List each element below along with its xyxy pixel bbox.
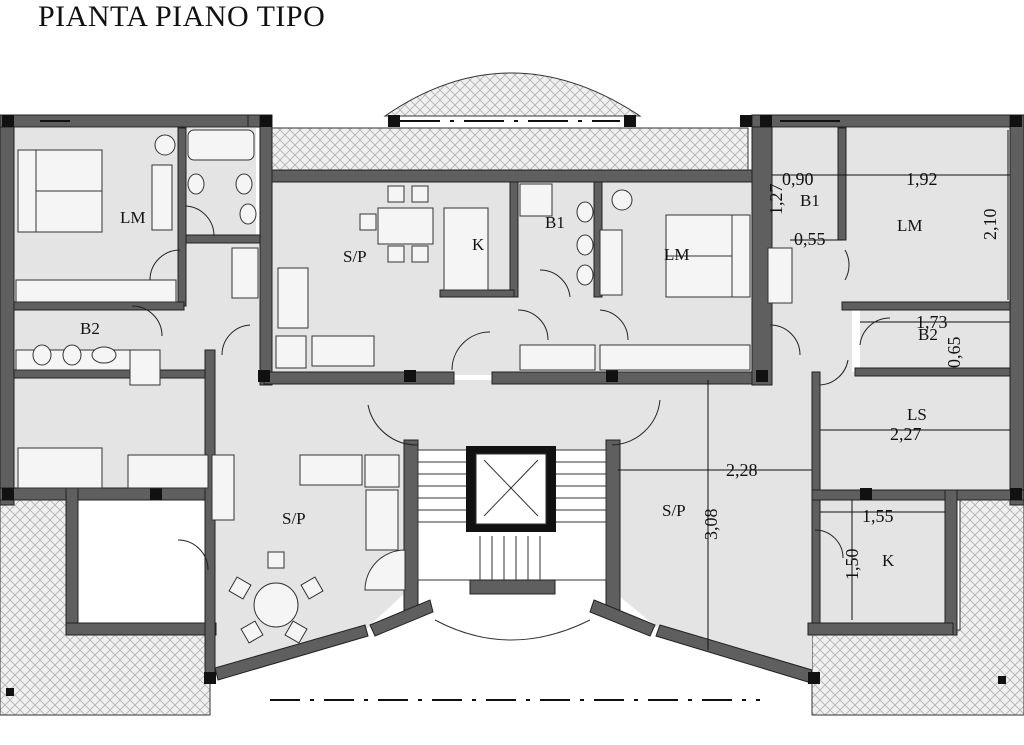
pillars xyxy=(2,115,1022,696)
room-lm-right xyxy=(842,128,1010,306)
room-ls-right xyxy=(815,372,1010,490)
dim-127: 1,27 xyxy=(766,184,786,216)
label-lm-mid: LM xyxy=(664,245,690,264)
dim-210: 2,10 xyxy=(980,209,1000,241)
room-k-left xyxy=(78,500,208,620)
dim-065: 0,65 xyxy=(944,337,964,369)
label-sp-bottom-right: S/P xyxy=(662,501,686,520)
label-lm-right: LM xyxy=(897,216,923,235)
room-k-right xyxy=(815,498,945,623)
dim-173: 1,73 xyxy=(916,312,948,332)
label-sp-top: S/P xyxy=(343,247,367,266)
label-b1-right: B1 xyxy=(800,191,820,210)
dimension-lines xyxy=(618,130,1010,650)
dim-090: 0,90 xyxy=(782,169,814,189)
dim-228: 2,28 xyxy=(726,460,758,480)
label-b2-left: B2 xyxy=(80,319,100,338)
label-sp-bottom-left: S/P xyxy=(282,509,306,528)
label-k-right: K xyxy=(882,551,895,570)
right-terrace xyxy=(811,499,1024,716)
door-swings xyxy=(131,205,891,571)
dim-055: 0,55 xyxy=(794,229,826,249)
label-ls-right: LS xyxy=(907,405,927,424)
dim-192: 1,92 xyxy=(906,169,938,189)
walls xyxy=(0,114,1024,683)
plan-title: PIANTA PIANO TIPO xyxy=(38,0,326,33)
stair-arc-terrace xyxy=(434,619,591,641)
dim-227: 2,27 xyxy=(890,424,922,444)
dim-308: 3,08 xyxy=(701,509,721,541)
room-landing xyxy=(365,380,660,450)
room-b1-right xyxy=(772,128,842,240)
label-b1-mid: B1 xyxy=(545,213,565,232)
label-b2-right: B2 xyxy=(918,325,938,344)
label-k-top: K xyxy=(472,235,485,254)
room-sp-bottom-right xyxy=(612,380,812,675)
dim-155: 1,55 xyxy=(862,506,894,526)
furniture xyxy=(15,129,793,644)
label-lm-left: LM xyxy=(120,208,146,227)
room-b2-right xyxy=(860,310,1010,370)
top-arc-terrace xyxy=(383,72,642,117)
top-terrace xyxy=(271,127,749,171)
dim-150: 1,50 xyxy=(842,549,862,581)
stairwell xyxy=(417,446,607,595)
windows xyxy=(40,120,840,701)
